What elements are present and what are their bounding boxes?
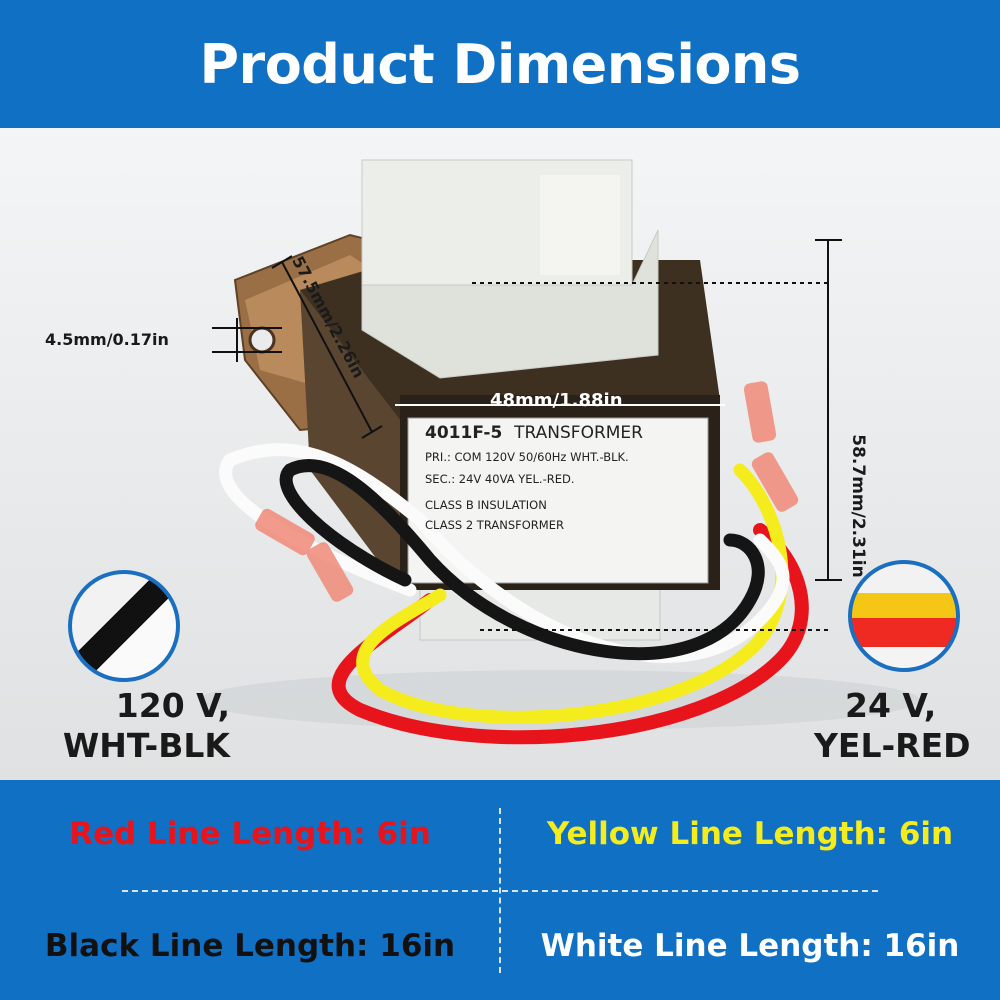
right-wire-label: 24 V, YEL-RED bbox=[810, 686, 980, 766]
white-line-length: White Line Length: 16in bbox=[540, 928, 960, 964]
label-primary: PRI.: COM 120V 50/60Hz WHT.-BLK. bbox=[425, 450, 629, 464]
label-insulation: CLASS B INSULATION bbox=[425, 498, 547, 512]
horizontal-divider bbox=[122, 890, 878, 892]
black-line-length: Black Line Length: 16in bbox=[44, 928, 456, 964]
label-secondary: SEC.: 24V 40VA YEL.-RED. bbox=[425, 472, 575, 486]
red-line-length: Red Line Length: 6in bbox=[69, 816, 431, 852]
header-banner: Product Dimensions bbox=[0, 0, 1000, 128]
model-number: 4011F-5 bbox=[425, 423, 503, 443]
wht-blk-wire-closeup bbox=[68, 570, 180, 682]
yellow-line-length: Yellow Line Length: 6in bbox=[546, 816, 954, 852]
label-type: TRANSFORMER bbox=[514, 423, 643, 443]
yel-red-wire-closeup bbox=[848, 560, 960, 672]
left-voltage: 120 V, bbox=[115, 686, 230, 725]
height-dimension: 58.7mm/2.31in bbox=[848, 434, 868, 578]
page-title: Product Dimensions bbox=[199, 32, 801, 96]
left-colors: WHT-BLK bbox=[62, 726, 230, 765]
label-model: 4011F-5 TRANSFORMER bbox=[425, 423, 643, 443]
right-colors: YEL-RED bbox=[814, 726, 971, 765]
left-wire-label: 120 V, WHT-BLK bbox=[60, 686, 230, 766]
transformer-illustration bbox=[200, 159, 920, 745]
label-class: CLASS 2 TRANSFORMER bbox=[425, 518, 564, 532]
right-voltage: 24 V, bbox=[845, 686, 937, 725]
hole-dimension: 4.5mm/0.17in bbox=[45, 330, 169, 349]
width-dimension: 48mm/1.88in bbox=[490, 390, 623, 411]
product-photo: 4011F-5 TRANSFORMER PRI.: COM 120V 50/60… bbox=[0, 128, 1000, 780]
